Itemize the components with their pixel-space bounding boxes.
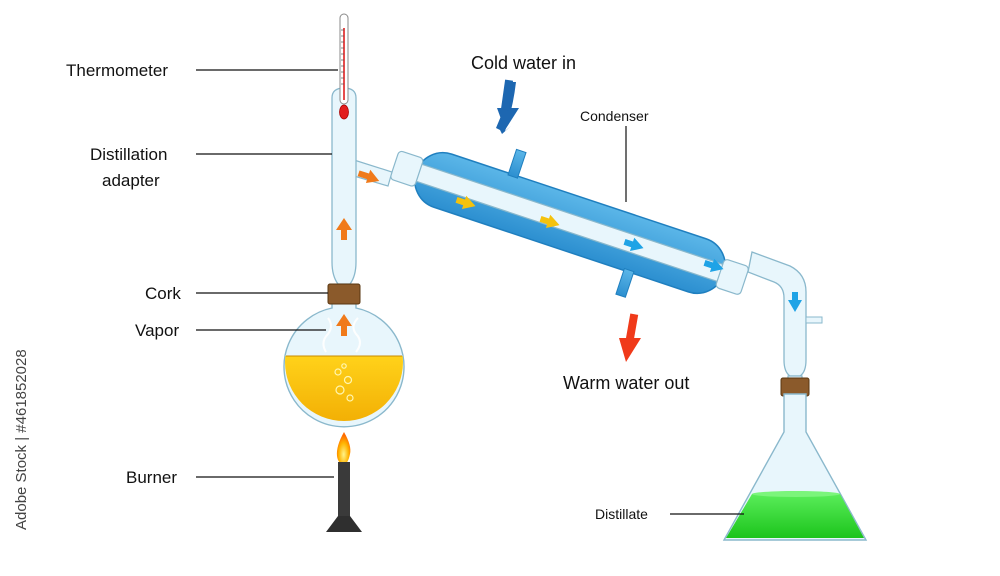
- flow-arrow-4: [703, 258, 724, 273]
- cork: [327, 283, 361, 305]
- cold-water-arrowhead: [497, 108, 519, 130]
- watermark-text: Adobe Stock | #461852028: [13, 349, 30, 530]
- label-warm-water-out: Warm water out: [563, 373, 689, 393]
- label-cold-water-in: Cold water in: [471, 53, 576, 73]
- label-condenser: Condenser: [580, 108, 649, 124]
- distillation-adapter: [331, 87, 357, 285]
- condenser-joint-right: [715, 259, 749, 295]
- flow-arrow-3: [623, 237, 644, 252]
- condenser-flow-arrows: [455, 195, 724, 273]
- erlenmeyer-flask: [722, 393, 868, 541]
- label-thermometer: Thermometer: [66, 61, 168, 80]
- receiver-arrow-1: [788, 292, 802, 312]
- flow-arrow-1: [455, 195, 476, 210]
- vapor-arrow-adapter: [336, 218, 352, 240]
- label-cork: Cork: [145, 284, 181, 303]
- vapor-wisps: [322, 317, 361, 353]
- vapor-arrows: [336, 169, 380, 336]
- label-adapter-line2: adapter: [102, 171, 160, 190]
- flame-icon: [336, 432, 351, 464]
- leader-lines: [196, 69, 744, 515]
- water-outlet-stub: [615, 267, 635, 298]
- label-distillate: Distillate: [595, 506, 648, 522]
- flow-arrow-2: [539, 214, 560, 229]
- label-adapter-line1: Distillation: [90, 145, 167, 164]
- condenser-joint-left: [390, 150, 424, 187]
- vapor-arrow-sidearm: [357, 169, 380, 184]
- condenser: [390, 148, 749, 298]
- burner-base: [326, 516, 362, 532]
- burner: [326, 432, 362, 532]
- vapor-arrow-flask: [336, 314, 352, 336]
- thermometer-bulb: [339, 104, 349, 120]
- distillate-liquid: [726, 491, 864, 538]
- thermometer: [339, 13, 349, 120]
- warm-water-arrowhead: [619, 338, 641, 362]
- label-vapor: Vapor: [135, 321, 179, 340]
- condenser-inner-tube: [407, 162, 733, 284]
- water-inlet-stub: [507, 148, 527, 179]
- round-bottom-flask: [283, 295, 405, 428]
- cold-water-shaft: [500, 79, 514, 111]
- receiver-adapter: [747, 251, 807, 377]
- label-burner: Burner: [126, 468, 177, 487]
- warm-water-shaft: [625, 313, 639, 341]
- vacuum-tip: [805, 316, 823, 324]
- burner-tube: [338, 462, 350, 520]
